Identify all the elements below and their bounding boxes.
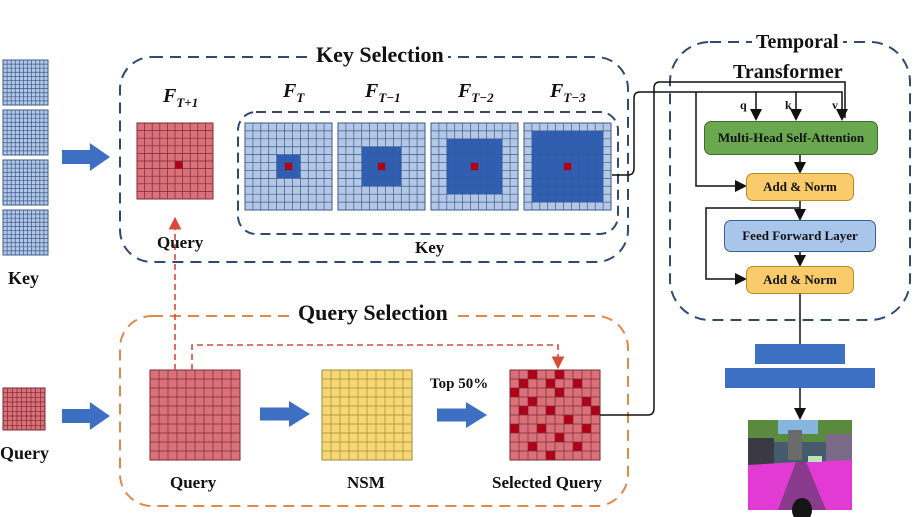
key-frame-t-minus-2	[430, 122, 519, 211]
key-selection-title: Key Selection	[312, 42, 448, 68]
qs-selected-grid	[509, 369, 601, 461]
qs-query-grid	[149, 369, 241, 461]
qs-nsm-grid	[321, 369, 413, 461]
tt-title-line1: Temporal	[752, 31, 843, 54]
key-frame-t	[244, 122, 333, 211]
ffn-block: Feed Forward Layer	[724, 220, 876, 252]
tt-title-line2: Transformer	[733, 61, 843, 83]
v-label: v	[832, 98, 838, 112]
mhsa-block: Multi-Head Self-Attention	[704, 121, 878, 155]
query-selection-title: Query Selection	[292, 300, 454, 326]
left-key-grid-3	[2, 159, 49, 206]
decoder-bar-1	[755, 344, 845, 364]
frame-label-t-plus-1: FT+1	[163, 85, 199, 110]
key-frame-t-minus-1	[337, 122, 426, 211]
arrow-key-to-selection	[62, 143, 110, 171]
arrow-nsm-to-selected	[437, 402, 487, 428]
frame-label-t: FT	[283, 80, 305, 105]
k-label: k	[785, 98, 792, 112]
arrow-query-to-selection	[62, 402, 110, 430]
line-v-branch	[796, 91, 848, 121]
frame-label-t-minus-1: FT−1	[365, 80, 401, 105]
add-norm-2-block: Add & Norm	[746, 266, 854, 294]
key-query-label: Query	[157, 233, 204, 252]
key-inner-box	[237, 111, 619, 235]
left-key-grid-4	[2, 209, 49, 256]
line-residual-2	[705, 207, 800, 285]
arrow-query-to-nsm	[260, 401, 310, 427]
qs-top-label: Top 50%	[430, 376, 489, 392]
qs-query-label: Query	[170, 473, 217, 492]
frame-label-t-minus-3: FT−3	[550, 80, 586, 105]
q-label: q	[740, 98, 747, 112]
frame-label-t-minus-2: FT−2	[458, 80, 494, 105]
qs-selected-label: Selected Query	[492, 473, 602, 492]
left-query-label: Query	[0, 443, 49, 463]
key-frame-t-minus-3	[523, 122, 612, 211]
left-key-grid-2	[2, 109, 49, 156]
left-key-label: Key	[8, 268, 39, 288]
query-frame-grid	[136, 122, 214, 200]
qs-nsm-label: NSM	[347, 473, 385, 492]
decoder-bar-2	[725, 368, 875, 388]
segmentation-output-image	[748, 420, 852, 517]
add-norm-1-block: Add & Norm	[746, 173, 854, 201]
dashed-arrow-to-selected	[191, 344, 565, 370]
left-key-grid-1	[2, 59, 49, 106]
key-key-label: Key	[415, 238, 445, 257]
line-key-to-transformer	[612, 91, 762, 176]
line-query-to-transformer	[600, 81, 846, 416]
left-query-grid	[2, 387, 46, 431]
line-residual-1	[695, 92, 747, 192]
